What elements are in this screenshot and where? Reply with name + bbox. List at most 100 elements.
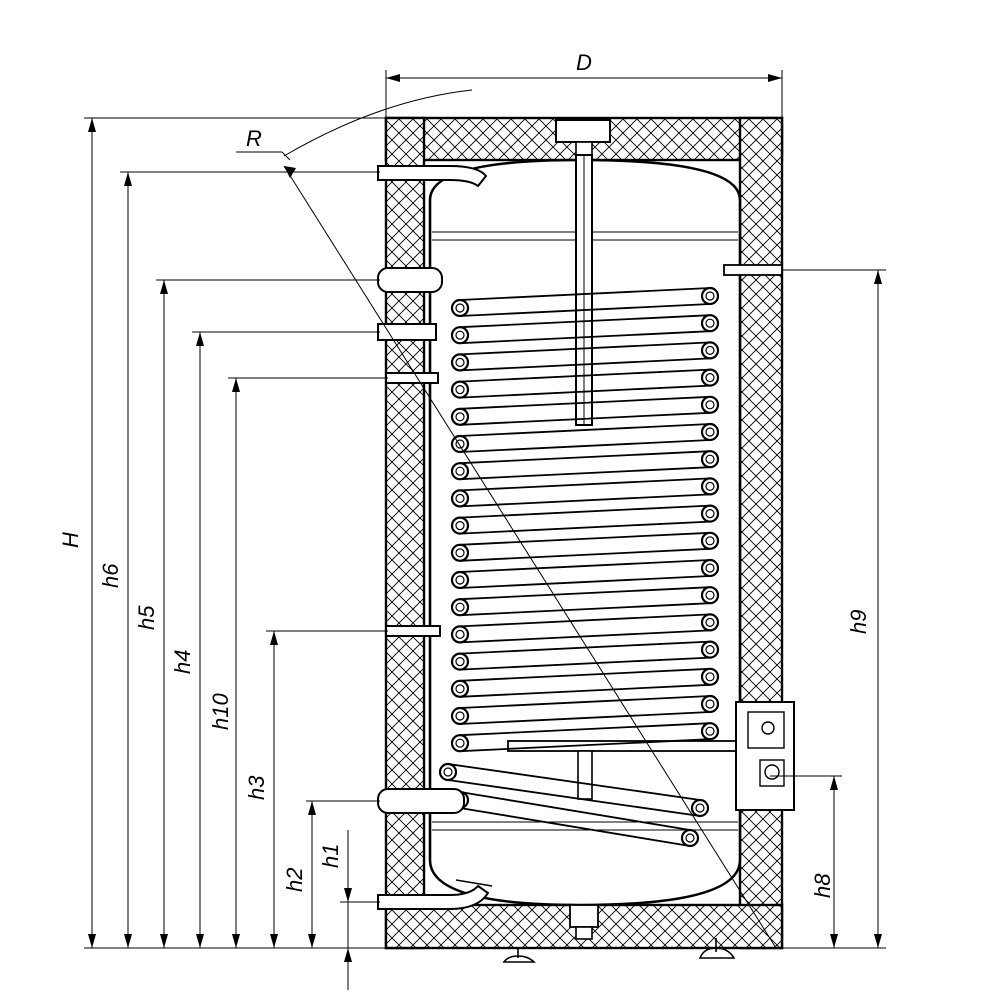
coil-tube-right (700, 286, 720, 306)
coil-tube-bore (455, 357, 465, 367)
coil-tube-left (450, 679, 470, 698)
dimension-arrow-top (196, 332, 204, 346)
dimension-arrow-bottom (196, 934, 204, 948)
coil-tube-right (700, 694, 720, 714)
coil-tube-edge (459, 640, 711, 655)
coil-tube-right (700, 477, 720, 496)
label-R: R (246, 126, 262, 151)
coil-tube-bore (455, 602, 465, 612)
coil-tube-right (690, 798, 710, 818)
dimension-arrow-bottom (232, 934, 240, 948)
coil-tube-edge (459, 722, 711, 737)
coil-tube-left (450, 706, 470, 726)
dimension-labels: D R H h6 h5 h4 h10 h3 h2 h1 h9 h8 (58, 50, 871, 898)
coil-tube-bore (455, 466, 465, 476)
coil-tube-bore (705, 672, 715, 682)
dimension-arrow-bottom (270, 934, 278, 948)
dimension-arrow-top (308, 801, 316, 815)
dimension-d (385, 70, 783, 118)
dimension-arrow-top (88, 118, 96, 132)
coil-tube-bore (455, 439, 465, 449)
coil-tube-bore (705, 726, 715, 736)
coil-tube-edge (459, 807, 691, 847)
label-h2: h2 (282, 868, 307, 892)
label-h8: h8 (810, 873, 835, 898)
coil-tube-edge (447, 779, 701, 817)
coil-tube-edge (459, 384, 711, 399)
dimension-arrow-top (270, 631, 278, 645)
dimension-arrow-top (232, 378, 240, 392)
coil-tube-left (450, 298, 470, 318)
coil-tube-bore (443, 767, 453, 777)
coil-tube-bore (705, 508, 715, 519)
coil-tube-bore (705, 644, 715, 655)
coil-tube-bore (455, 656, 465, 667)
coil-tube-left (450, 353, 470, 372)
coil-tube-edge (459, 613, 711, 628)
coil-tube-bore (455, 548, 465, 558)
label-D: D (576, 50, 592, 75)
coil-tube-right (700, 586, 720, 605)
coil-tube-bore (705, 373, 715, 383)
bottom-fittings (502, 904, 736, 963)
thermostat-box (735, 701, 795, 811)
coil-tube-right (700, 450, 720, 469)
label-h9: h9 (846, 610, 871, 634)
coil-tube-edge (459, 411, 711, 426)
label-h5: h5 (134, 605, 159, 630)
coil-tube-edge (459, 450, 711, 465)
anode-rod (575, 154, 593, 426)
top-flange (555, 119, 611, 157)
coil-tube-left (450, 516, 470, 535)
coil-tube-edge (459, 357, 711, 372)
coil-tube-left (450, 380, 470, 399)
coil-tube-right (700, 504, 720, 523)
coil-tube-right (700, 422, 720, 442)
coil-tube-right (680, 828, 700, 848)
coil-tube-edge (459, 439, 711, 453)
dimension-arrow-top (124, 172, 132, 186)
upper-heating-coil (450, 286, 720, 753)
right-dimensions (770, 269, 886, 949)
coil-tube-left (450, 570, 470, 590)
coil-tube-edge (459, 683, 711, 698)
coil-tube-bore (705, 617, 715, 628)
coil-tube-edge (459, 303, 711, 317)
radius-indicator (236, 89, 777, 949)
label-H: H (58, 532, 83, 548)
coil-tube-bore (455, 738, 465, 748)
coil-tube-left (450, 489, 470, 508)
coil-tube-bore (455, 330, 465, 340)
coil-tube-edge (459, 504, 711, 519)
label-h1: h1 (318, 844, 343, 868)
inner-tank (428, 158, 742, 907)
coil-tube-bore (705, 590, 715, 600)
coil-tube-left (450, 407, 470, 426)
coil-tube-bore (455, 520, 465, 531)
coil-tube-edge (459, 314, 711, 329)
coil-tube-left (450, 625, 470, 644)
coil-tube-edge (459, 287, 711, 301)
coil-tube-edge (459, 695, 711, 709)
coil-tube-edge (447, 763, 701, 801)
coil-tube-bore (455, 303, 465, 313)
coil-tube-edge (459, 547, 711, 562)
coil-tube-bore (705, 345, 715, 355)
coil-tube-edge (459, 466, 711, 481)
coil-tube-bore (705, 427, 715, 437)
coil-tube-edge (459, 531, 711, 546)
coil-tube-bore (705, 291, 715, 301)
label-h4: h4 (170, 650, 195, 674)
coil-tube-right (700, 531, 720, 550)
coil-tube-bore (455, 412, 465, 422)
label-h10: h10 (208, 693, 233, 730)
label-h6: h6 (98, 563, 123, 588)
coil-tube-left (450, 326, 470, 345)
left-dimensions (84, 117, 388, 990)
dimension-arrow-top (344, 888, 352, 902)
coil-tube-bore (705, 699, 715, 709)
coil-tube-left (438, 762, 458, 782)
coil-tube-bore (705, 536, 715, 546)
coil-tube-bore (705, 563, 715, 573)
coil-tube-edge (459, 395, 711, 410)
